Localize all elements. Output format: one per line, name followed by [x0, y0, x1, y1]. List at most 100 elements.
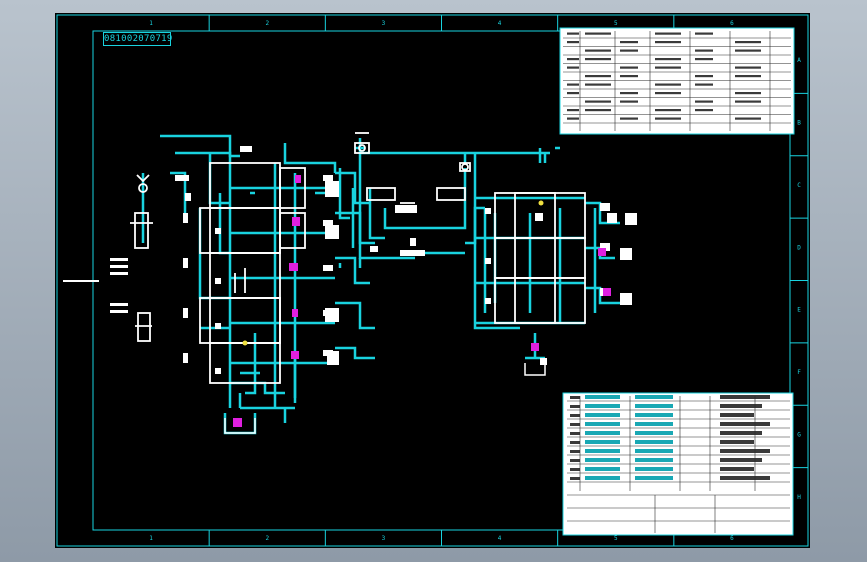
title-block-name — [635, 476, 673, 480]
title-block-index — [570, 423, 580, 426]
parts-list-entry — [655, 117, 681, 120]
parts-list-entry — [585, 58, 611, 61]
side-zone-label: G — [797, 431, 801, 438]
right-test-point — [538, 200, 544, 206]
parts-list-rows — [563, 31, 791, 131]
title-block-code — [585, 395, 620, 399]
parts-list-entry — [585, 100, 611, 103]
parts-list-entry — [585, 83, 611, 86]
bottom-zone-label: 1 — [149, 535, 153, 542]
parts-list-entry — [655, 41, 681, 44]
parts-list-entry — [620, 66, 638, 69]
side-zone-label: F — [797, 369, 801, 376]
drawing-number-label: 081002070719 — [103, 32, 173, 46]
title-block-note — [720, 476, 770, 480]
parts-list-entry — [655, 83, 681, 86]
center-filter-block — [370, 205, 425, 256]
title-block-note — [720, 404, 762, 408]
parts-list-entry — [695, 32, 713, 35]
parts-list-entry — [735, 49, 761, 52]
parts-list-entry — [620, 49, 638, 52]
parts-list-entry — [567, 92, 579, 95]
bottom-zone-label: 5 — [614, 535, 618, 542]
parts-list-table — [559, 27, 795, 135]
top-zone-label: 5 — [614, 20, 618, 27]
title-block-code — [585, 467, 620, 471]
title-block-index — [570, 405, 580, 408]
parts-list-entry — [620, 75, 638, 78]
title-block-index — [570, 432, 580, 435]
title-block-name — [635, 413, 673, 417]
title-block-code — [585, 413, 620, 417]
right-tank-symbol — [224, 363, 546, 434]
title-block-index — [570, 441, 580, 444]
center-pump-parts — [354, 132, 471, 209]
right-valve-bank — [473, 146, 620, 360]
title-block-index — [570, 468, 580, 471]
title-block-name — [635, 422, 673, 426]
title-block-index — [570, 477, 580, 480]
title-block-code — [585, 422, 620, 426]
top-zone-label: 6 — [730, 20, 734, 27]
title-block-code — [585, 404, 620, 408]
title-block-note — [720, 431, 762, 435]
parts-list-entry — [620, 117, 638, 120]
center-power-unit — [351, 138, 550, 268]
title-block-note — [720, 440, 754, 444]
top-zone-label: 1 — [149, 20, 153, 27]
parts-list-entry — [695, 109, 713, 112]
left-accent-valves — [233, 175, 301, 427]
title-block-name — [635, 431, 673, 435]
title-block-lines — [567, 395, 790, 533]
parts-list-entry — [567, 41, 579, 44]
title-block-name — [635, 440, 673, 444]
title-block-index — [570, 414, 580, 417]
title-block-name — [635, 449, 673, 453]
parts-list-entry — [620, 41, 638, 44]
parts-list-entry — [735, 41, 761, 44]
title-block-note — [720, 422, 770, 426]
side-zone-label: H — [797, 494, 801, 501]
title-block-index — [570, 450, 580, 453]
parts-list-entry — [655, 58, 681, 61]
right-accent-valves — [531, 248, 611, 351]
parts-list-entry — [655, 66, 681, 69]
parts-list-entry — [655, 92, 681, 95]
parts-list-entry — [585, 49, 611, 52]
bottom-zone-label: 6 — [730, 535, 734, 542]
left-test-point — [242, 340, 248, 346]
parts-list-entry — [695, 100, 713, 103]
parts-list-entry — [620, 92, 638, 95]
side-zone-label: E — [797, 307, 801, 314]
title-block-index — [570, 459, 580, 462]
title-block-code — [585, 458, 620, 462]
top-zone-label: 2 — [265, 20, 269, 27]
title-block-code — [585, 431, 620, 435]
parts-list-entry — [567, 66, 579, 69]
parts-list-entry — [695, 49, 713, 52]
parts-list-entry — [655, 109, 681, 112]
side-zone-label: B — [797, 120, 801, 127]
parts-list-entry — [735, 100, 761, 103]
title-block-code — [585, 476, 620, 480]
parts-list-entry — [695, 58, 713, 61]
parts-list-entry — [567, 83, 579, 86]
title-block — [562, 392, 794, 536]
title-block-note — [720, 449, 770, 453]
parts-list-entry — [735, 92, 761, 95]
side-zone-label: D — [797, 244, 801, 251]
title-block-index — [570, 396, 580, 399]
parts-list-entry — [567, 58, 579, 61]
parts-list-entry — [567, 32, 579, 35]
title-block-note — [720, 467, 754, 471]
title-block-note — [720, 395, 770, 399]
title-block-name — [635, 467, 673, 471]
left-cylinders — [130, 174, 153, 342]
title-block-note — [720, 458, 762, 462]
parts-list-entry — [695, 75, 713, 78]
title-block-name — [635, 458, 673, 462]
left-valve-bodies — [199, 162, 306, 384]
parts-list-entry — [735, 117, 761, 120]
